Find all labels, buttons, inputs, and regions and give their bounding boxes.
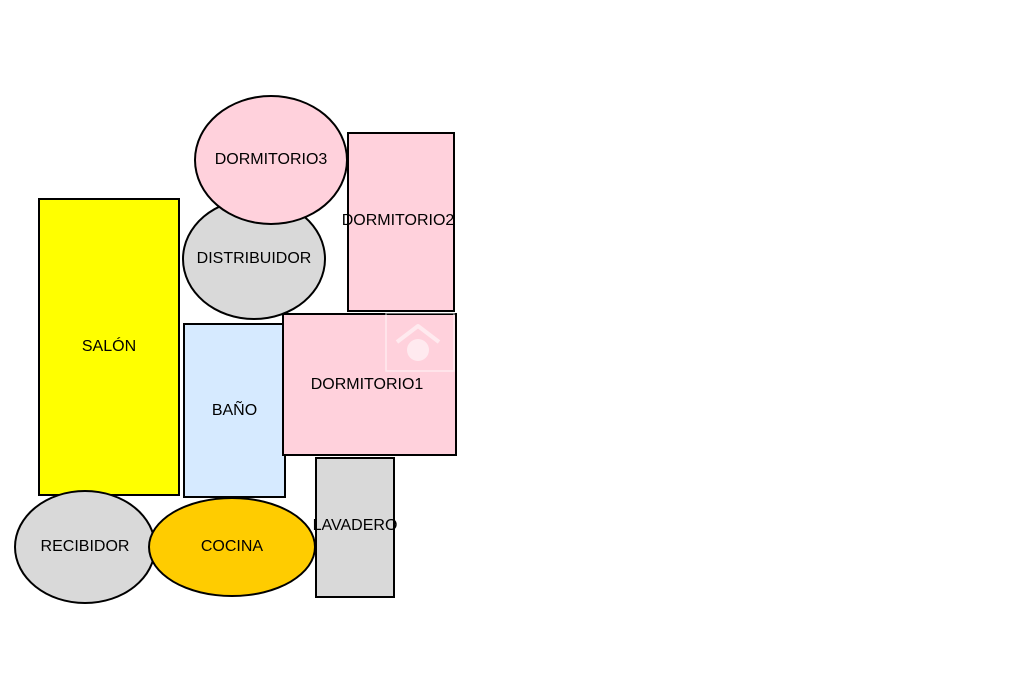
room-lavadero-label: LAVADERO (312, 516, 398, 534)
room-salon: SALÓN (38, 198, 180, 496)
room-salon-label: SALÓN (81, 338, 137, 355)
room-distribuidor-label: DISTRIBUIDOR (196, 250, 312, 267)
room-cocina-label: COCINA (200, 538, 264, 555)
room-dormitorio2: DORMITORIO2 (342, 132, 455, 312)
room-lavadero: LAVADERO (312, 457, 398, 598)
room-recibidor: RECIBIDOR (14, 490, 156, 604)
room-dormitorio3-label: DORMITORIO3 (214, 151, 328, 168)
house-icon (385, 312, 455, 372)
room-cocina: COCINA (148, 497, 316, 597)
room-dormitorio1-label: DORMITORIO1 (310, 375, 424, 393)
room-dormitorio1: DORMITORIO1 (282, 313, 457, 456)
room-bano: BAÑO (183, 323, 286, 498)
room-bano-label: BAÑO (211, 401, 258, 419)
room-dormitorio3: DORMITORIO3 (194, 95, 348, 225)
room-dormitorio2-label: DORMITORIO2 (341, 212, 455, 229)
room-recibidor-label: RECIBIDOR (40, 538, 130, 555)
